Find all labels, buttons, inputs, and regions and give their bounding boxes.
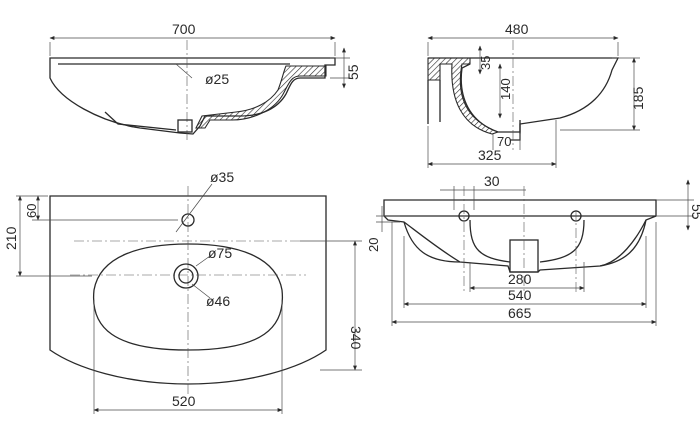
drain-inner — [178, 268, 194, 284]
front-view: 30 55 20 280 540 665 — [366, 173, 700, 326]
basin-outline — [49, 195, 327, 385]
dim-label: 140 — [498, 78, 513, 100]
dim-label: 665 — [508, 305, 532, 321]
dim-label: 210 — [3, 226, 19, 250]
dim-label: 540 — [508, 287, 532, 303]
dim-label: ø75 — [208, 245, 232, 261]
dim-label: 55 — [345, 64, 361, 80]
side-section-view: 700 55 ø25 — [49, 21, 361, 140]
drain-outer — [173, 263, 199, 289]
top-view: ø35 ø75 ø46 60 210 340 520 — [3, 169, 364, 414]
end-section-view: 480 185 35 140 70 325 — [427, 21, 646, 168]
overflow-channel-section — [195, 65, 327, 129]
dim-label: 520 — [172, 393, 196, 409]
dim-label: 70 — [497, 134, 511, 149]
dim-label: 480 — [505, 21, 529, 37]
dim-label: 35 — [478, 56, 493, 70]
dim-label: 340 — [348, 326, 364, 350]
dim-label: 280 — [508, 271, 532, 287]
dim-label: ø25 — [205, 71, 229, 87]
bowl-outline — [92, 243, 284, 351]
dim-label: 325 — [478, 147, 502, 163]
dim-label: 700 — [172, 21, 196, 37]
dim-label: 30 — [484, 173, 500, 189]
dim-label: 60 — [24, 204, 39, 218]
end-wall-section — [427, 57, 500, 135]
dim-label: 20 — [366, 238, 381, 252]
tap-hole — [181, 213, 195, 227]
dim-label: 185 — [630, 86, 646, 110]
dim-label: 55 — [689, 204, 700, 220]
dim-label: ø46 — [206, 293, 230, 309]
dim-label: ø35 — [210, 169, 234, 185]
